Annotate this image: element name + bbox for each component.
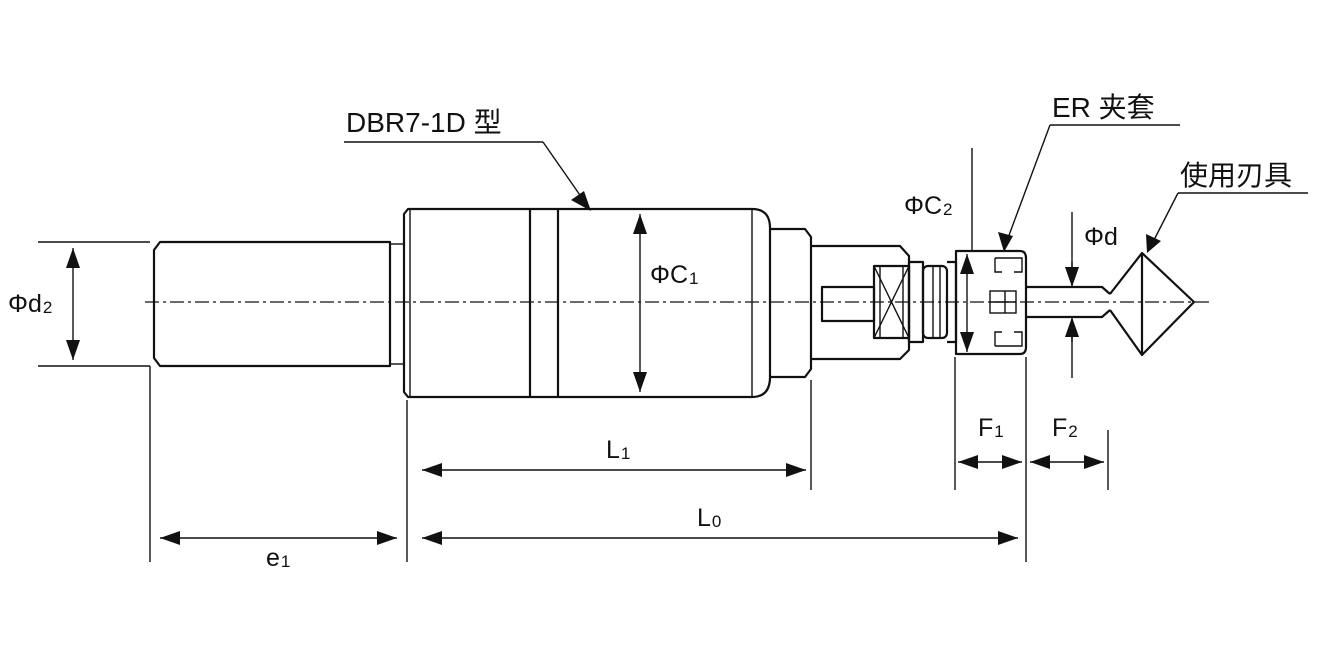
e1-label: e1 xyxy=(266,544,290,572)
leader-arrowheads xyxy=(571,191,1161,253)
er-collet xyxy=(954,249,1028,356)
model-callout: DBR7-1D 型 xyxy=(346,107,502,138)
phi-d2-label: Φd2 xyxy=(8,290,52,318)
phi-c2-label: ΦC2 xyxy=(904,192,952,220)
l0-label: L0 xyxy=(697,504,721,532)
collet-callout: ER 夹套 xyxy=(1052,92,1155,123)
main-body xyxy=(402,207,813,399)
tool-callout: 使用刃具 xyxy=(1180,160,1292,191)
shank xyxy=(152,240,404,368)
phi-d-label: Φd xyxy=(1084,223,1118,251)
leader-lines xyxy=(344,124,1308,241)
cutting-tool xyxy=(1026,251,1196,357)
f2-label: F2 xyxy=(1052,414,1078,442)
f1-label: F1 xyxy=(978,414,1004,442)
extension-lines xyxy=(38,148,1109,562)
phi-c1-label: ΦC1 xyxy=(650,261,698,289)
dimension-lines xyxy=(66,214,1104,545)
l1-label: L1 xyxy=(606,436,630,464)
